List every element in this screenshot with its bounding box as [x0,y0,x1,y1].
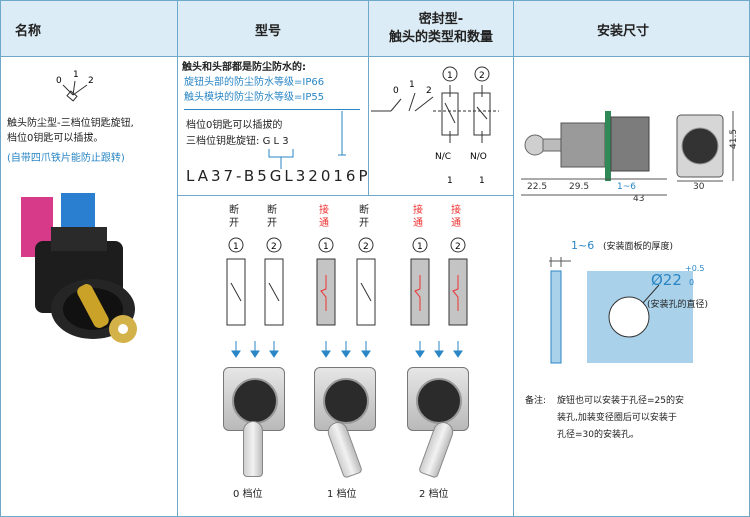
header-name: 名称 [15,23,42,39]
svg-text:22.5: 22.5 [527,182,547,192]
divider [177,1,178,516]
svg-text:43: 43 [633,194,644,204]
svg-text:N/O: N/O [470,152,487,162]
position-label: 0 档位 [233,489,263,500]
remark-label: 备注: [525,396,547,406]
dimension-drawing: 41.5 22.5 29.5 1~6 43 30 [521,111,739,204]
panel-cutout-diagram [549,257,693,364]
tolerance-lower: 0 [689,278,695,287]
svg-text:30: 30 [693,182,705,192]
model-code: LA37-B5GL32016P [186,167,371,185]
tolerance-upper: +0.5 [685,264,705,273]
desc-line: (自带四爪铁片能防止跟转) [7,153,125,164]
state-label: 断开 [229,205,239,229]
svg-text:1: 1 [447,176,453,186]
svg-text:1: 1 [447,71,453,81]
svg-text:1: 1 [409,80,415,90]
position-label: 2 档位 [419,489,449,500]
state-label: 断开 [359,205,369,229]
remark-line: 孔径=30的安装孔。 [557,430,639,440]
svg-text:1: 1 [323,242,329,252]
hole-note: (安装孔的直径) [647,300,709,310]
state-label: 接通 [319,205,329,229]
header-model: 型号 [255,23,282,39]
desc-line: 档位0钥匙可以插拔。 [7,133,104,144]
underline [184,109,360,110]
svg-text:1: 1 [233,242,239,252]
product-photo [21,193,137,343]
svg-text:1: 1 [73,70,79,80]
svg-text:N/C: N/C [435,152,451,162]
state-label: 接通 [413,205,423,229]
key-icon [243,421,263,477]
svg-text:2: 2 [455,242,461,252]
panel-thickness: 1~6 [571,239,595,252]
desc-line: 触头防尘型-三档位钥匙旋钮, [7,118,134,129]
svg-text:2: 2 [363,242,369,252]
svg-text:41.5: 41.5 [729,129,739,149]
svg-text:2: 2 [88,76,94,86]
svg-text:2: 2 [479,71,485,81]
position-diagram: 0 1 2 [56,70,94,102]
table-header: 名称 型号 密封型- 触头的类型和数量 安装尺寸 [1,1,749,57]
divider [513,1,514,516]
header-contacts: 密封型- 触头的类型和数量 [388,12,493,45]
state-label: 接通 [451,205,461,229]
model-line: 档位0钥匙可以插拔的 [186,120,283,131]
knob-position-2 [407,367,469,431]
svg-text:1: 1 [479,176,485,186]
svg-text:2: 2 [271,242,277,252]
knob-position-1 [314,367,376,431]
model-line: 三档位钥匙旋钮: G L 3 [186,136,289,147]
knob-position-0 [223,367,285,431]
svg-text:1~6: 1~6 [617,182,636,192]
model-line: 旋钮头部的防尘防水等级=IP66 [184,77,325,88]
header-mounting: 安装尺寸 [597,23,650,39]
contact-diagram: 1 2 0 1 2 N/C N/O 1 1 [371,66,499,186]
panel-thickness-note: (安装面板的厚度) [603,242,674,252]
divider [368,1,369,196]
svg-text:0: 0 [393,86,399,96]
model-line: 触头模块的防尘防水等级=IP55 [184,92,325,103]
model-line: 触头和头部都是防尘防水的: [182,62,306,73]
svg-text:2: 2 [426,86,432,96]
switch-state-diagram: 1 2 1 2 1 2 [226,237,468,358]
remark-line: 装孔,加装变径圈后可以安装于 [557,413,677,423]
svg-text:1: 1 [417,242,423,252]
model-code-leaders [268,111,346,169]
state-label: 断开 [267,205,277,229]
svg-text:0: 0 [56,76,62,86]
position-label: 1 档位 [327,489,357,500]
hole-diameter: Ø22 [651,271,682,289]
svg-text:29.5: 29.5 [569,182,589,192]
divider [177,195,513,196]
remark-line: 旋钮也可以安装于孔径=25的安 [557,396,684,406]
